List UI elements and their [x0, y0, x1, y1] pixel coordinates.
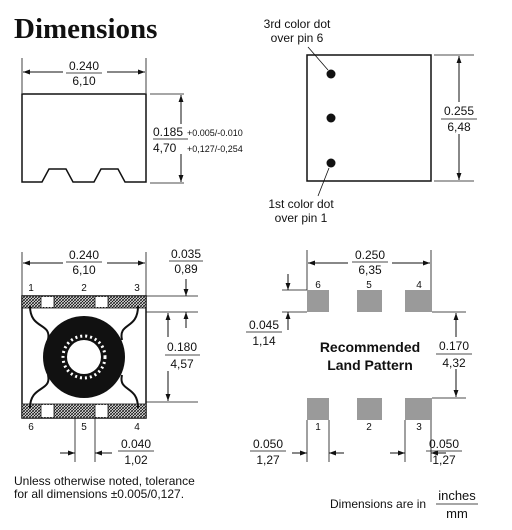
land-pin-label: 2 [366, 422, 372, 433]
land-width-label-bg [348, 250, 392, 276]
top-height-mm: 6,48 [447, 120, 471, 134]
land-pin-label: 6 [315, 280, 321, 291]
side-height-tol-mm: +0,127/-0,254 [187, 144, 243, 154]
body-height-label-bg [160, 337, 204, 371]
side-height-inches: 0.185 [153, 125, 183, 139]
tolerance-note-line1: Unless otherwise noted, tolerance [14, 474, 195, 488]
pitch-inches: 0.040 [121, 437, 151, 451]
bottom-pin-label: 2 [81, 283, 87, 294]
body-height-inches: 0.180 [167, 340, 197, 354]
land-pad [357, 290, 382, 312]
color-dot-1 [326, 158, 336, 168]
land-pin-label: 4 [416, 280, 422, 291]
land-pad [405, 398, 432, 420]
side-width-inches: 0.240 [69, 59, 99, 73]
bottom-width-label-bg [63, 250, 107, 276]
land-pattern [282, 250, 466, 462]
left-pad-mm: 1,27 [256, 453, 280, 467]
side-height-mm: 4,70 [153, 141, 177, 155]
land-gap-label-bg [432, 337, 480, 369]
top-height-inches: 0.255 [444, 104, 474, 118]
units-note-prefix: Dimensions are in [330, 497, 426, 511]
terminal-height-inches: 0.035 [171, 247, 201, 261]
right-pad-mm: 1,27 [432, 453, 456, 467]
top-height-label-bg [438, 102, 482, 134]
dot3-label-line1: 3rd color dot [264, 17, 331, 31]
toroid-core [43, 316, 125, 398]
land-pin-label: 1 [315, 422, 321, 433]
terminal-height-mm: 0,89 [174, 262, 198, 276]
bottom-width-inches: 0.240 [69, 248, 99, 262]
land-pattern-label-line1: Recommended [320, 339, 420, 355]
dot3-label-line2: over pin 6 [271, 31, 324, 45]
left-pad-inches: 0.050 [253, 437, 283, 451]
dot1-label-line2: over pin 1 [275, 211, 328, 225]
pad-height-mm: 1,14 [252, 334, 276, 348]
bottom-pin-label: 5 [81, 422, 87, 433]
bottom-pin-label: 6 [28, 422, 34, 433]
land-pad [405, 290, 432, 312]
land-pad [357, 398, 382, 420]
bottom-pin-label: 1 [28, 283, 34, 294]
bottom-pin-label: 4 [134, 422, 140, 433]
land-gap-mm: 4,32 [442, 356, 466, 370]
land-pad [307, 398, 329, 420]
side-height-tol-inches: +0.005/-0.010 [187, 128, 243, 138]
land-pin-label: 5 [366, 280, 372, 291]
dot1-label-line1: 1st color dot [268, 197, 334, 211]
bottom-width-mm: 6,10 [72, 263, 96, 277]
land-pad [307, 290, 329, 312]
color-dot-3 [326, 69, 336, 79]
color-dot-2 [326, 113, 336, 123]
units-numerator: inches [438, 488, 476, 503]
bottom-pin-label: 3 [134, 283, 140, 294]
pad-height-inches: 0.045 [249, 318, 279, 332]
land-pin-label: 3 [416, 422, 422, 433]
right-pad-inches: 0.050 [429, 437, 459, 451]
side-width-mm: 6,10 [72, 74, 96, 88]
body-height-mm: 4,57 [170, 357, 194, 371]
units-denominator: mm [446, 506, 468, 521]
land-pattern-label-line2: Land Pattern [327, 357, 413, 373]
tolerance-note-line2: for all dimensions ±0.005/0,127. [14, 487, 184, 501]
land-gap-inches: 0.170 [439, 339, 469, 353]
land-width-inches: 0.250 [355, 248, 385, 262]
pitch-mm: 1,02 [124, 453, 148, 467]
land-width-mm: 6,35 [358, 263, 382, 277]
page-title: Dimensions [14, 13, 157, 45]
